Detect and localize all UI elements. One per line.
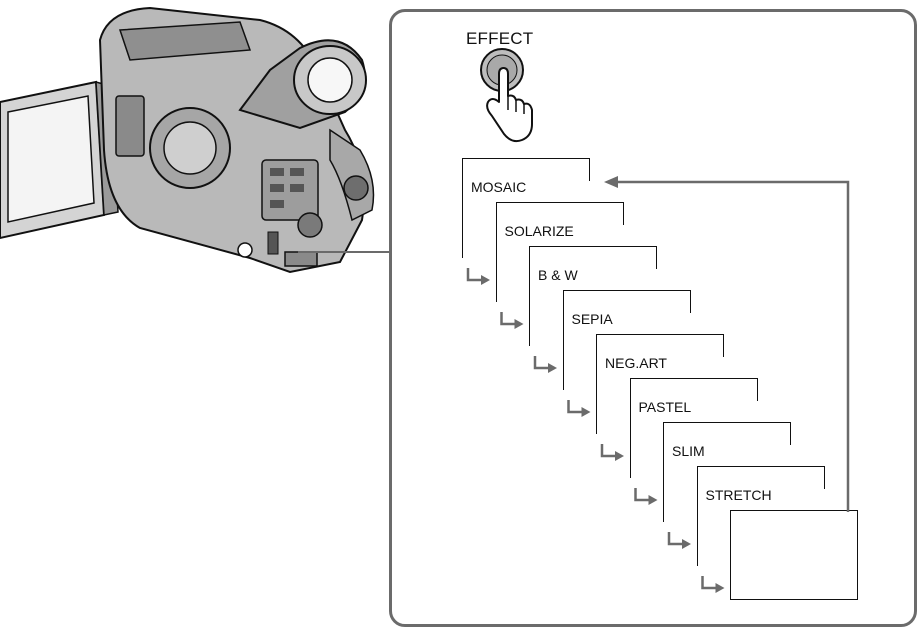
effect-button-label: EFFECT [466,29,534,48]
effect-label: PASTEL [638,399,692,415]
effect-label: SEPIA [571,311,613,327]
effect-label: MOSAIC [471,179,527,195]
effect-label: NEG.ART [605,355,667,371]
effect-label: SOLARIZE [504,223,574,239]
camcorder-illustration [0,6,375,274]
effect-box [730,510,858,600]
effect-label: SLIM [672,443,705,459]
finger-press-button-icon [480,48,533,143]
callout-panel [389,9,917,627]
lcd-screen [0,80,119,240]
grip [329,128,375,222]
effect-label: B & W [538,267,578,283]
viewfinder [238,39,367,130]
effect-label: STRETCH [705,487,772,503]
